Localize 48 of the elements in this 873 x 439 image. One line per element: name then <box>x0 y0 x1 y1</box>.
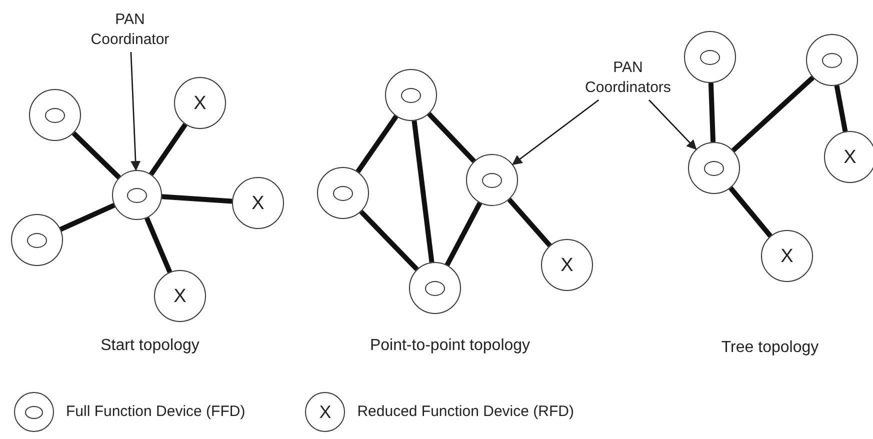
link-line <box>732 76 814 152</box>
topology-caption: Tree topology <box>721 338 819 358</box>
link-line <box>162 194 232 204</box>
leader-arrow <box>512 99 600 165</box>
ffd-node <box>385 69 437 121</box>
ffd-node <box>466 154 518 206</box>
link-line <box>708 82 716 142</box>
ffd-node <box>11 214 63 266</box>
rfd-node <box>154 270 206 322</box>
callout-text: PAN Coordinator <box>90 10 170 50</box>
link-line <box>356 114 398 174</box>
link-line <box>427 112 476 163</box>
device-mark: X <box>844 148 856 166</box>
link-line <box>507 198 552 248</box>
legend-text: Reduced Function Device (RFD) <box>357 402 574 422</box>
device-mark: X <box>560 256 574 274</box>
link-line <box>144 217 172 274</box>
rfd-node <box>232 177 284 229</box>
topology-caption: Start topology <box>100 336 200 356</box>
link-line <box>444 202 482 266</box>
device-mark: X <box>780 246 794 266</box>
ffd-node <box>112 170 162 220</box>
rfd-node <box>824 131 873 183</box>
device-mark: X <box>252 194 264 212</box>
link-line <box>412 120 434 262</box>
device-mark: X <box>174 286 186 306</box>
device-mark: X <box>194 94 206 112</box>
link-line <box>359 210 419 272</box>
callout-text: PAN Coordinators <box>584 58 672 98</box>
link-line <box>60 202 116 232</box>
link-line <box>149 123 188 176</box>
rfd-node <box>174 77 226 129</box>
leader-arrow <box>648 100 697 150</box>
rfd-node <box>541 239 593 291</box>
ffd-node <box>317 167 369 219</box>
ffd-node <box>684 31 736 83</box>
ffd-node <box>29 89 81 141</box>
rfd-legend-symbol: X <box>305 392 346 432</box>
link-line <box>834 85 848 132</box>
link-line <box>72 131 121 180</box>
ffd-node <box>409 262 461 314</box>
topology-caption: Point-to-point topology <box>370 336 530 356</box>
ffd-node <box>806 34 858 86</box>
legend-text: Full Function Device (FFD) <box>66 402 246 422</box>
ffd-node <box>688 142 740 194</box>
rfd-node <box>761 230 813 282</box>
link-line <box>728 186 772 238</box>
leader-arrow <box>130 52 141 172</box>
